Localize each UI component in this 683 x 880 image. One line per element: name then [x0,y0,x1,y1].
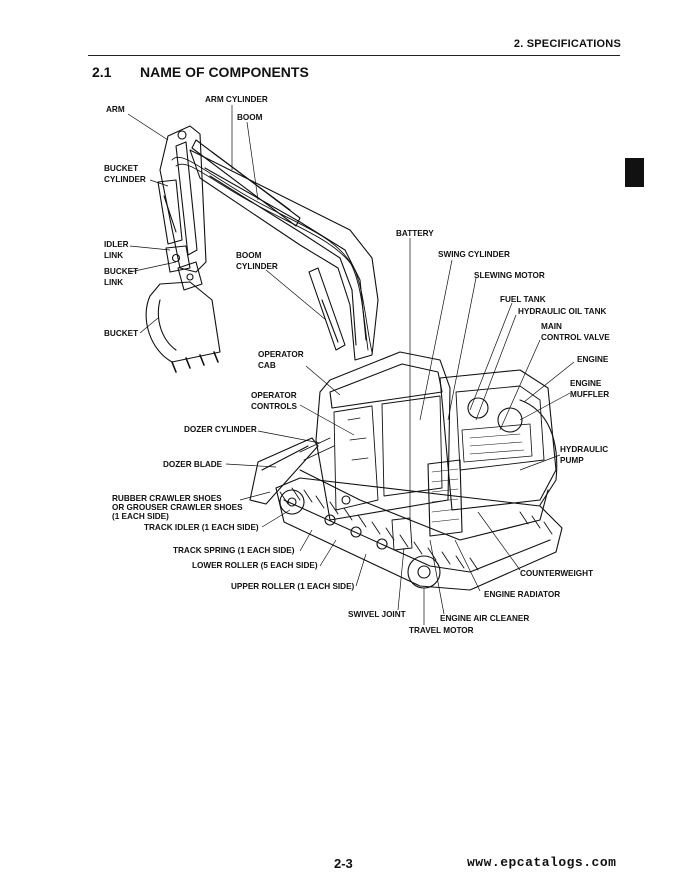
label-track-idler: TRACK IDLER (1 EACH SIDE) [144,523,259,532]
label-engine-muffler-line1: ENGINE [570,379,602,388]
leader-lines [127,105,575,625]
label-bucket: BUCKET [104,329,138,338]
label-travel-motor: TRAVEL MOTOR [409,626,474,635]
label-operator-controls-line2: CONTROLS [251,402,297,411]
excavator-illustration [145,125,563,591]
label-operator-controls-line1: OPERATOR [251,391,297,400]
label-battery: BATTERY [396,229,434,238]
section-title: NAME OF COMPONENTS [140,64,309,80]
label-engine: ENGINE [577,355,609,364]
page-header: 2. SPECIFICATIONS [0,0,683,60]
label-arm-cylinder: ARM CYLINDER [205,95,268,104]
section-header: 2. SPECIFICATIONS [513,38,621,50]
label-counterweight: COUNTERWEIGHT [520,569,593,578]
label-crawler-shoes-line1: RUBBER CRAWLER SHOES [112,494,222,503]
label-fuel-tank: FUEL TANK [500,295,546,304]
label-bucket-cylinder-line2: CYLINDER [104,175,146,184]
section-tab-marker [625,158,644,187]
label-crawler-shoes-line2: OR GROUSER CRAWLER SHOES [112,503,243,512]
label-main-control-valve-line2: CONTROL VALVE [541,333,610,342]
label-dozer-blade: DOZER BLADE [163,460,223,469]
label-engine-radiator: ENGINE RADIATOR [484,590,560,599]
label-arm: ARM [106,105,125,114]
label-bucket-link-line2: LINK [104,278,123,287]
label-boom: BOOM [237,113,263,122]
label-crawler-shoes-line3: (1 EACH SIDE) [112,512,169,521]
label-bucket-link-line1: BUCKET [104,267,138,276]
component-labels: ARM ARM CYLINDER BOOM BUCKET CYLINDER ID… [104,95,610,635]
label-hydraulic-pump-line2: PUMP [560,456,584,465]
label-swivel-joint: SWIVEL JOINT [348,610,406,619]
header-rule [88,55,620,56]
label-lower-roller: LOWER ROLLER (5 EACH SIDE) [192,561,318,570]
label-operator-cab-line1: OPERATOR [258,350,304,359]
label-main-control-valve-line1: MAIN [541,322,562,331]
label-boom-cylinder-line2: CYLINDER [236,262,278,271]
label-idler-link-line1: IDLER [104,240,129,249]
label-upper-roller: UPPER ROLLER (1 EACH SIDE) [231,582,355,591]
label-dozer-cylinder: DOZER CYLINDER [184,425,257,434]
label-engine-air-cleaner: ENGINE AIR CLEANER [440,614,529,623]
website-watermark: www.epcatalogs.com [467,855,617,870]
section-number: 2.1 [92,64,112,80]
label-slewing-motor: SLEWING MOTOR [474,271,545,280]
label-operator-cab-line2: CAB [258,361,276,370]
label-idler-link-line2: LINK [104,251,123,260]
label-swing-cylinder: SWING CYLINDER [438,250,510,259]
label-boom-cylinder-line1: BOOM [236,251,262,260]
label-hydraulic-oil-tank: HYDRAULIC OIL TANK [518,307,606,316]
label-engine-muffler-line2: MUFFLER [570,390,609,399]
label-bucket-cylinder-line1: BUCKET [104,164,138,173]
label-hydraulic-pump-line1: HYDRAULIC [560,445,608,454]
page-number: 2-3 [334,856,353,871]
label-track-spring: TRACK SPRING (1 EACH SIDE) [173,546,295,555]
